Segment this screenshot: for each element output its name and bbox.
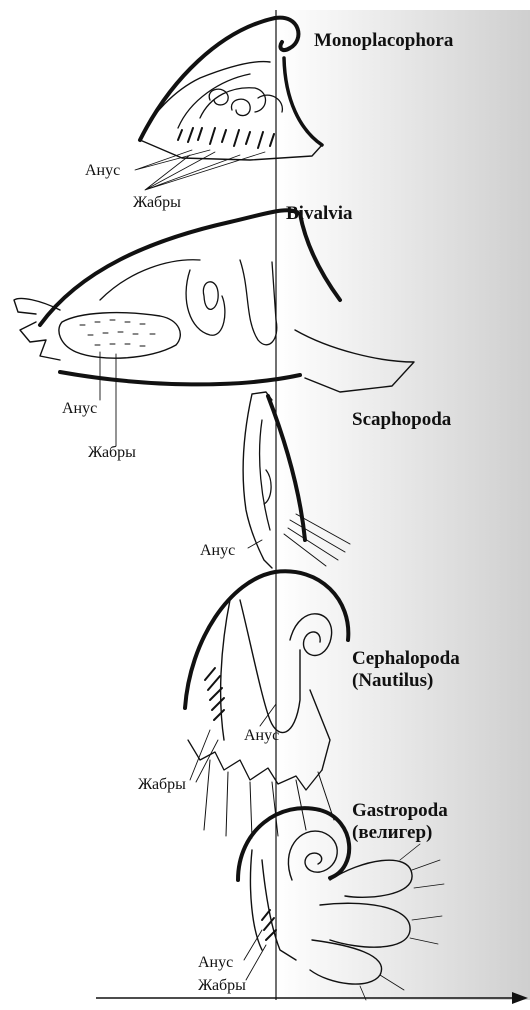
bivalvia-gut (100, 260, 277, 345)
monoplacophora-gills-label: Жабры (133, 194, 181, 212)
gastropoda-gills-label: Жабры (198, 977, 246, 995)
taxon-name: Scaphopoda (352, 409, 451, 430)
scaphopoda-gut (260, 420, 272, 530)
taxon-name: Monoplacophora (314, 30, 453, 51)
taxon-name: Cephalopoda (352, 648, 460, 670)
gastropoda-pointer-lines (244, 930, 266, 980)
taxon-label-scaphopoda: Scaphopoda (352, 409, 451, 431)
cephalopoda-anus-label: Анус (244, 727, 279, 745)
monoplacophora-anus-label: Анус (85, 162, 120, 180)
bivalvia-gill-stipple (80, 320, 155, 346)
monoplacophora-pointer-lines (135, 150, 265, 190)
scaphopoda-anus-label: Анус (200, 542, 235, 560)
taxon-name: Bivalvia (286, 203, 353, 224)
bivalvia-inner-loop (203, 282, 218, 310)
bivalvia-anus-label: Анус (62, 400, 97, 418)
bivalvia-lower-valve (60, 372, 300, 384)
gastropoda-gills (262, 910, 276, 940)
taxon-label-gastropoda: Gastropoda (велигер) (352, 800, 448, 844)
taxon-subtitle: (Nautilus) (352, 670, 460, 692)
bivalvia-pointer-lines (100, 352, 116, 446)
taxon-label-bivalvia: Bivalvia (286, 203, 353, 225)
taxon-name: Gastropoda (352, 800, 448, 822)
bivalvia-gill-mass (59, 313, 180, 359)
taxon-subtitle: (велигер) (352, 822, 448, 844)
gastropoda-anus-label: Анус (198, 954, 233, 972)
shaded-region (276, 10, 530, 1000)
monoplacophora-gills (178, 128, 274, 148)
monoplacophora-shell (140, 18, 298, 140)
bivalvia-gills-label: Жабры (88, 444, 136, 462)
taxon-label-monoplacophora: Monoplacophora (314, 30, 453, 52)
scaphopoda-outline (243, 392, 272, 568)
cephalopoda-gills-label: Жабры (138, 776, 186, 794)
monoplacophora-coils (209, 89, 282, 115)
taxon-label-cephalopoda: Cephalopoda (Nautilus) (352, 648, 460, 692)
